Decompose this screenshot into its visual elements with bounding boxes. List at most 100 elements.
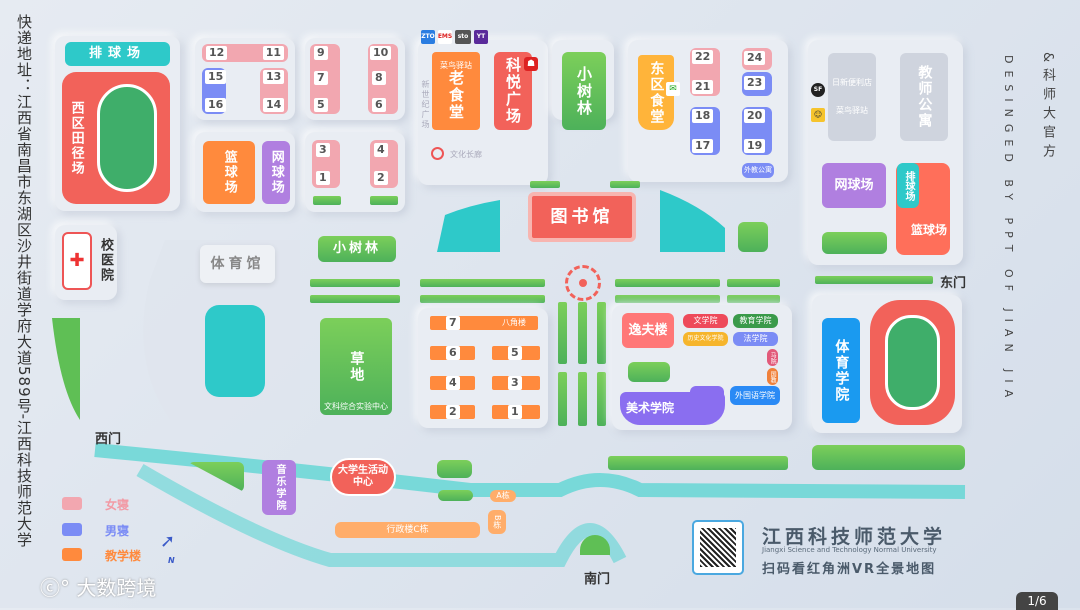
green-plot xyxy=(738,222,768,252)
dorm-number: 16 xyxy=(205,98,227,112)
sf-express-icon: SF xyxy=(811,83,825,97)
history-college[interactable]: 历史文化学院 xyxy=(683,332,728,346)
teaching-building-2[interactable]: 2 xyxy=(430,405,475,419)
clinic-label: 校医院 xyxy=(98,238,113,283)
foreign-language-college[interactable]: 外国语学院 xyxy=(730,386,780,405)
clinic-building[interactable]: ✚ xyxy=(62,232,92,290)
dorm-number: 9 xyxy=(314,46,328,60)
dorm-23[interactable]: 23 xyxy=(742,72,772,96)
teaching-building-3[interactable]: 3 xyxy=(492,376,540,390)
dorm-number: 3 xyxy=(316,143,330,157)
teaching-building-6[interactable]: 6 xyxy=(430,346,475,360)
courier-logos: ZTO EMS sto YT xyxy=(421,30,488,44)
green-strip xyxy=(370,196,398,205)
intl-education-college[interactable]: 国教 xyxy=(767,368,778,385)
watermark: ⓒ° 大数跨境 xyxy=(40,576,156,600)
yifu-building[interactable]: 逸夫楼 xyxy=(622,313,674,348)
marxism-college[interactable]: 马院 xyxy=(767,349,778,366)
shop-badge-icon: ☗ xyxy=(524,57,538,71)
china-post-icon: ✉ xyxy=(666,82,680,96)
lawn-note: 文科综合实验中心 xyxy=(324,402,388,412)
cainiao-icon: ☺ xyxy=(811,108,825,122)
dorm-number: 19 xyxy=(744,139,766,153)
building-number: 1 xyxy=(508,405,522,419)
corridor-label: 文化长廊 xyxy=(450,150,482,159)
dorm-number: 13 xyxy=(263,70,285,84)
gymnasium[interactable]: 体育馆 xyxy=(200,245,275,283)
yto-logo: YT xyxy=(474,30,488,44)
building-number: 7 xyxy=(446,316,460,330)
east-track-field[interactable] xyxy=(870,300,955,425)
admin-building-c[interactable]: 行政楼C栋 xyxy=(335,522,480,538)
dorm-24[interactable]: 24 xyxy=(742,48,772,70)
south-gate-label: 南门 xyxy=(584,572,611,587)
law-college[interactable]: 法学院 xyxy=(733,332,778,346)
dorm-number: 15 xyxy=(205,70,227,84)
lawn[interactable]: 草地文科综合实验中心 xyxy=(320,318,392,415)
legend-teaching-label: 教学楼 xyxy=(105,549,142,563)
foreign-teacher-apartment[interactable]: 外教公寓 xyxy=(742,163,774,178)
dorm-number: 23 xyxy=(744,76,766,90)
dorm-number: 4 xyxy=(374,143,388,157)
student-activity-center[interactable]: 大学生活动中心 xyxy=(330,458,396,496)
building-number: 2 xyxy=(446,405,460,419)
teacher-apartment[interactable]: 教师公寓 xyxy=(900,53,948,141)
green-strip xyxy=(558,302,567,364)
lawn-label: 草地 xyxy=(348,350,365,383)
convenience-store[interactable]: 日新便利店菜鸟驿站 xyxy=(828,53,876,141)
dorm-number: 20 xyxy=(744,109,766,123)
dorm-number: 22 xyxy=(692,50,714,64)
teaching-building-1[interactable]: 1 xyxy=(492,405,540,419)
basketball-court-west[interactable]: 篮球场 xyxy=(203,141,255,204)
cainiao-label: 菜鸟驿站 xyxy=(440,60,472,70)
dorm-22-21[interactable]: 22 21 xyxy=(690,48,720,96)
green-plot xyxy=(628,362,670,382)
library[interactable]: 图书馆 xyxy=(528,192,636,242)
music-college[interactable]: 音乐学院 xyxy=(262,460,296,515)
watermark-logo-icon: ⓒ° xyxy=(40,576,77,600)
dorm-13-14[interactable]: 13 14 xyxy=(260,68,288,114)
volleyball-court-east[interactable]: 排球场 xyxy=(897,163,919,208)
old-canteen[interactable]: 菜鸟驿站老食堂 xyxy=(432,52,480,130)
green-strip xyxy=(727,279,780,287)
grove-west[interactable]: 小树林 xyxy=(318,236,396,262)
east-gate-label: 东门 xyxy=(940,276,967,291)
tennis-court-west[interactable]: 网球场 xyxy=(262,141,290,204)
pe-college[interactable]: 体育学院 xyxy=(822,318,860,423)
literature-college[interactable]: 文学院 xyxy=(683,314,728,328)
green-strip xyxy=(615,279,720,287)
art-college[interactable]: 美术学院 xyxy=(620,392,725,425)
grove-north[interactable]: 小树林 xyxy=(562,52,606,130)
qr-code[interactable] xyxy=(692,520,744,575)
teaching-building-4[interactable]: 4 xyxy=(430,376,475,390)
legend-swatch-female xyxy=(62,497,82,510)
building-number: 6 xyxy=(446,346,460,360)
education-college[interactable]: 教育学院 xyxy=(733,314,778,328)
dorm-number: 21 xyxy=(692,80,714,94)
teaching-building-5[interactable]: 5 xyxy=(492,346,540,360)
green-plot xyxy=(812,445,965,470)
west-track-field[interactable]: 西区田径场 xyxy=(62,72,170,204)
university-name: 江西科技师范大学 xyxy=(762,526,947,548)
green-plot xyxy=(822,232,887,254)
dorm-number: 14 xyxy=(263,98,285,112)
tennis-court-east[interactable]: 网球场 xyxy=(822,163,886,208)
building-a[interactable]: A栋 xyxy=(490,490,516,502)
volleyball-court-west[interactable]: 排球场 xyxy=(65,42,170,66)
green-strip xyxy=(420,279,545,287)
legend-swatch-teaching xyxy=(62,548,82,561)
qr-pattern xyxy=(700,528,736,567)
green-strip xyxy=(727,295,780,303)
sto-logo: sto xyxy=(455,30,471,44)
building-b[interactable]: B栋 xyxy=(488,510,506,534)
dorm-number: 10 xyxy=(370,46,392,60)
